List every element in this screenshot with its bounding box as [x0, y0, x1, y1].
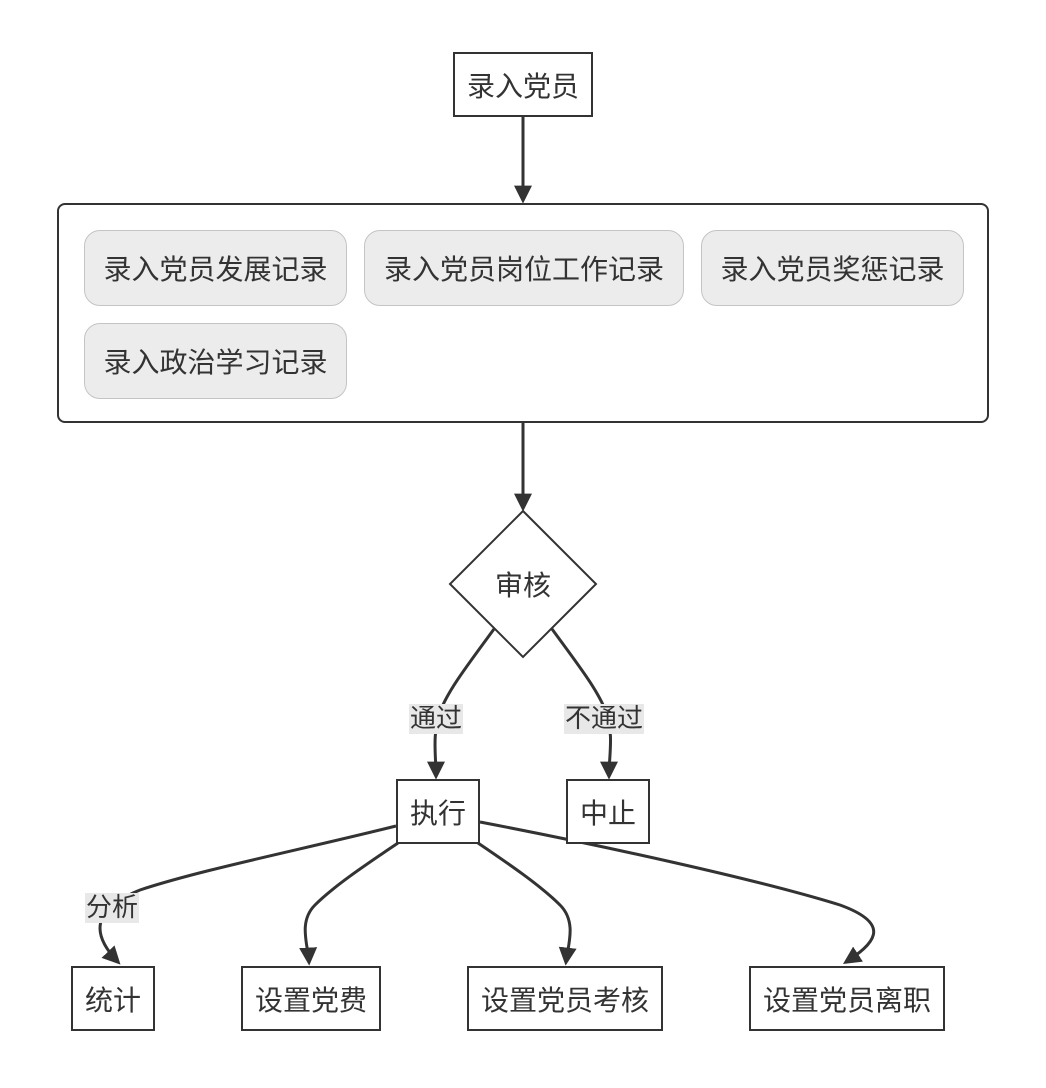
node-review[interactable]: 审核	[494, 569, 551, 602]
review-diamond-shape	[448, 509, 598, 659]
entry-records-group: 录入党员发展记录 录入党员岗位工作记录 录入党员奖惩记录 录入政治学习记录	[57, 203, 989, 423]
node-start[interactable]: 录入党员	[453, 52, 593, 117]
group-item-post-work-record[interactable]: 录入党员岗位工作记录	[364, 230, 684, 306]
edge-review-to-execute	[426, 628, 496, 780]
edge-review-to-abort	[550, 628, 619, 780]
group-item-development-record[interactable]: 录入党员发展记录	[84, 230, 347, 306]
node-abort[interactable]: 中止	[566, 779, 650, 844]
node-set-assessment[interactable]: 设置党员考核	[467, 966, 663, 1031]
edge-execute-to-stats	[98, 824, 397, 965]
edge-execute-to-set-leave	[479, 820, 876, 964]
edge-label-fail: 不通过	[564, 704, 645, 734]
node-stats[interactable]: 统计	[71, 966, 155, 1031]
group-item-reward-punishment-record[interactable]: 录入党员奖惩记录	[701, 230, 964, 306]
edge-label-analyze: 分析	[85, 893, 140, 923]
edge-execute-to-set-fee	[299, 841, 399, 966]
node-set-leave[interactable]: 设置党员离职	[749, 966, 945, 1031]
node-execute[interactable]: 执行	[396, 779, 480, 844]
node-set-fee[interactable]: 设置党费	[241, 966, 381, 1031]
group-item-political-study-record[interactable]: 录入政治学习记录	[84, 323, 347, 399]
edge-label-pass: 通过	[409, 704, 464, 734]
edge-execute-to-set-assessment	[477, 841, 577, 966]
